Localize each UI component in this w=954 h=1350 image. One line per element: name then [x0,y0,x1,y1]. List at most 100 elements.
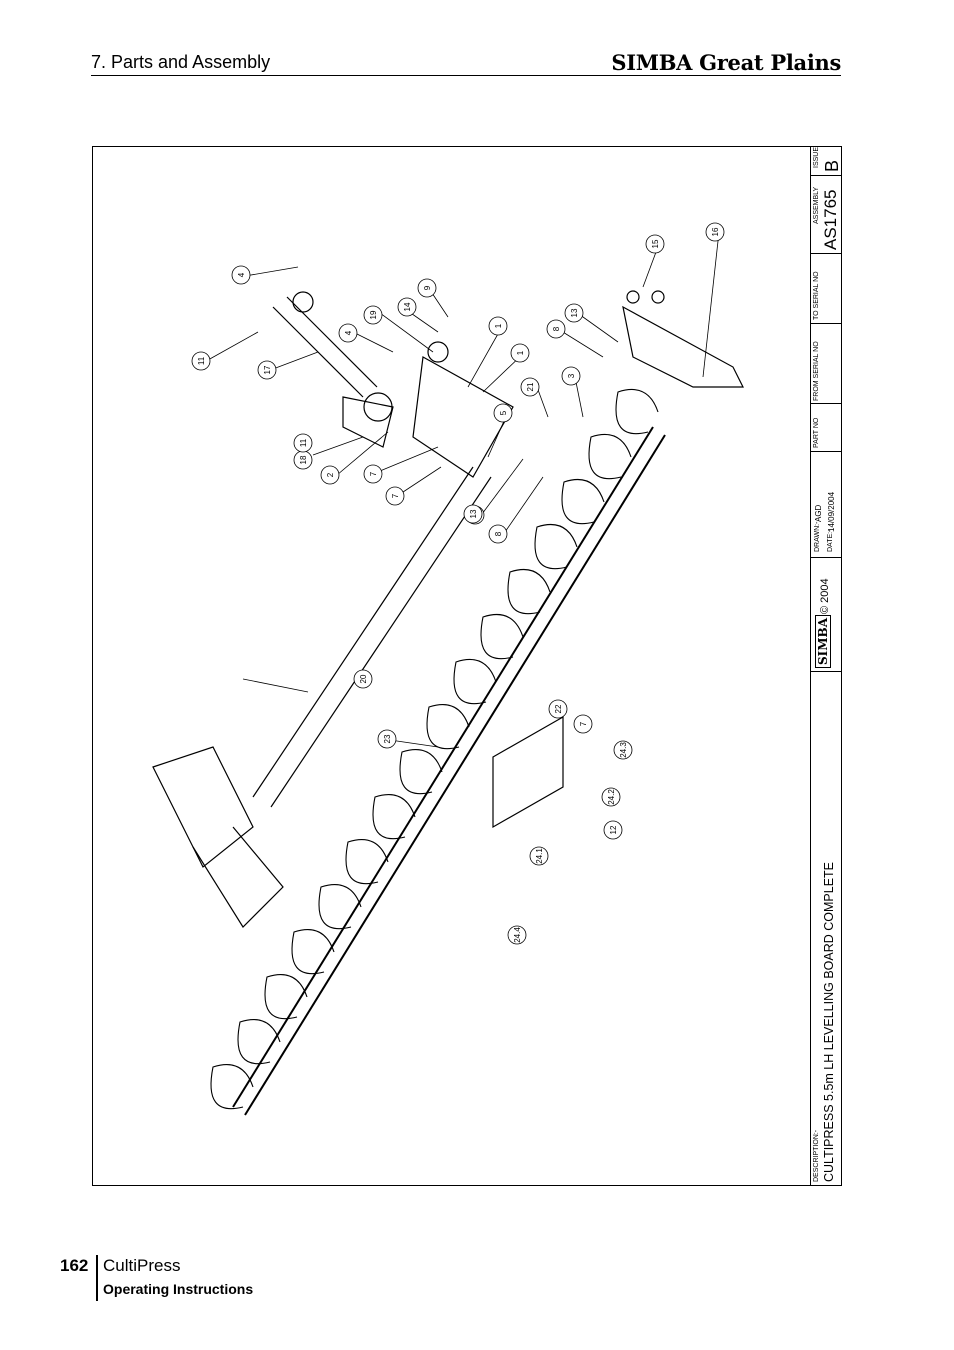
board-tine [237,1018,281,1065]
callout-label: 17 [263,365,272,374]
callout-bubble [417,278,437,298]
callout-bubble [377,729,397,749]
callout-bubble [520,377,540,397]
callout-bubble [564,303,584,323]
board-tine [588,433,632,480]
callout-label: 11 [299,438,308,447]
callout-bubble [463,504,483,524]
callout-label: 19 [369,310,378,319]
callout-label: 3 [567,373,576,378]
callout-bubble [529,846,549,866]
callout-bubble [493,403,513,423]
callout-bubble [257,360,277,380]
page-number: 162 [60,1256,89,1275]
callout-label: 24.2 [607,789,616,805]
callout-label: 8 [552,326,561,331]
logo-cell: SIMBA © 2004 [811,558,842,672]
callout-label: 7 [579,721,588,726]
issue-value: B [822,159,842,172]
callout-label: 24.1 [535,848,544,864]
product-name: CultiPress [103,1256,181,1275]
callout-label: 20 [359,674,368,683]
callout-bubble [507,925,527,945]
callout-label: 9 [423,285,432,290]
manual-subtitle: Operating Instructions [103,1281,254,1297]
callout-label: 15 [651,239,660,248]
callout-bubble [363,464,383,484]
drawn-value: AGD [814,504,823,522]
board-tine [480,613,524,660]
board-tine [264,973,308,1020]
callout-label: 23 [383,734,392,743]
footer-divider [96,1255,98,1301]
callout-bubble [293,433,313,453]
callout-bubble [573,714,593,734]
board-tine [291,928,335,975]
assembly-drawing: 4111741914911213581315161811277101382023… [152,222,744,1116]
callout-label: 13 [469,509,478,518]
section-title: 7. Parts and Assembly [91,52,271,72]
callout-label: 5 [499,410,508,415]
callout-bubble [705,222,725,242]
from-serial-cell: FROM SERIAL NO [811,324,842,404]
brand-logo: SIMBA Great Plains [611,50,841,75]
callout-label: 18 [299,455,308,464]
callout-bubble [510,343,530,363]
callout-bubble [548,699,568,719]
callout-bubble [603,820,623,840]
board-tine [507,568,551,615]
header-rule [91,75,841,76]
callout-label: 16 [711,227,720,236]
to-serial-cell: TO SERIAL NO [811,254,842,324]
assembly-value: AS1765 [821,189,840,251]
callout-label: 1 [494,323,503,328]
from-serial-label: FROM SERIAL NO [813,341,820,401]
callout-bubble [397,297,417,317]
board-tine [345,838,389,885]
callout-bubble [488,524,508,544]
part-no-cell: PART NO [811,404,842,452]
board-tine [399,748,443,795]
description-value: CULTIPRESS 5.5m LH LEVELLING BOARD COMPL… [822,861,836,1182]
callout-label: 1 [516,350,525,355]
board-tine [318,883,362,930]
board-tine [453,658,497,705]
callout-label: 24.3 [619,742,628,758]
callout-bubble [385,486,405,506]
to-serial-label: TO SERIAL NO [813,271,820,320]
callout-label: 7 [391,493,400,498]
callout-label: 14 [403,302,412,311]
title-block: ISSUE B ASSEMBLY AS1765 TO SERIAL NO FRO… [810,146,842,1186]
callout-label: 13 [570,308,579,317]
board-tine [534,523,578,570]
callout-bubble [601,787,621,807]
callout-bubble [353,669,373,689]
board-tine [372,793,416,840]
board-tine [210,1063,254,1110]
drawn-date-cell: DRAWN:- AGD DATE:- 14/09/2004 [811,452,842,558]
board-tine [426,703,470,750]
callout-bubble [191,351,211,371]
board-tine [561,478,605,525]
callout-bubble [320,465,340,485]
callout-label: 8 [494,531,503,536]
board-tine [615,388,659,435]
callout-bubble [488,316,508,336]
drawn-label: DRAWN:- [814,521,821,552]
description-label: DESCRIPTION:- [813,1129,820,1182]
callout-bubble [338,323,358,343]
description-cell: DESCRIPTION:- CULTIPRESS 5.5m LH LEVELLI… [811,672,842,1186]
callout-bubble [363,305,383,325]
issue-label: ISSUE [813,146,820,168]
part-no-label: PART NO [813,417,820,448]
drawing-frame: 4111741914911213581315161811277101382023… [92,146,842,1186]
assembly-cell: ASSEMBLY AS1765 [811,176,842,254]
copyright: © 2004 [819,578,831,614]
callout-label: 21 [526,382,535,391]
callout-label: 11 [197,356,206,365]
callout-bubble [561,366,581,386]
callout-bubble [546,319,566,339]
date-value: 14/09/2004 [827,491,836,532]
simba-logo: SIMBA [815,614,831,668]
callout-bubble [613,740,633,760]
